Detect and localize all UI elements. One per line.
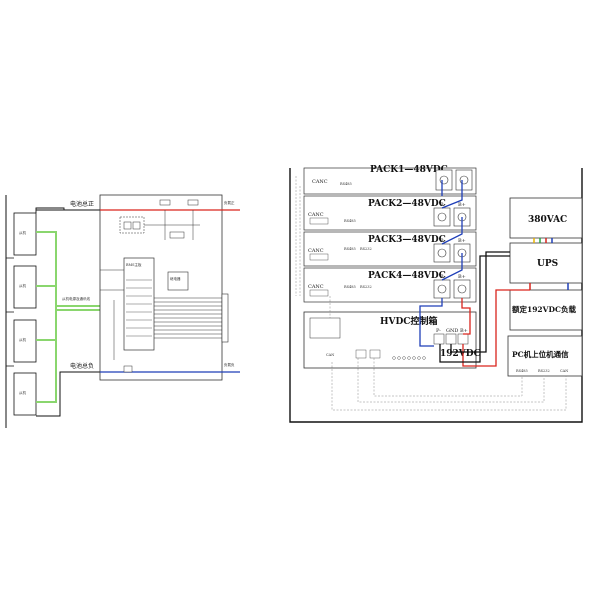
pack-title: PACK2—48VDC: [368, 199, 446, 209]
pack-3: CANC PACK3—48VDC RS485 RS232 B- B+: [303, 231, 477, 267]
box-ups: UPS: [509, 242, 583, 284]
box-pc: PC机上位机通信 RS485 RS232 CAN: [507, 335, 583, 377]
signal-terminal-block: [221, 293, 229, 343]
series-wires-blue: [419, 180, 463, 347]
bms-main-label: BMS主板: [126, 262, 142, 267]
bus-negative-label: 电池总负: [70, 362, 94, 370]
battery-cell-4: 从机: [13, 372, 37, 416]
pack-rs485-port: RS485: [340, 182, 352, 186]
box-load: 额定192VDC负载: [509, 289, 583, 331]
box-380vac: 380VAC: [509, 197, 583, 239]
battery-cell-1: 从机: [13, 212, 37, 256]
positive-wire-red: [461, 289, 530, 367]
pack-neg-label: B-: [440, 238, 446, 244]
pack-neg-terminal: [433, 279, 451, 299]
right-hvdc-diagram: CANC RS485 PACK1—48VDC CANC PACK2—48VDC …: [289, 165, 583, 423]
box-load-label: 额定192VDC负载: [512, 304, 576, 314]
current-sensor: [123, 365, 133, 373]
pack-can-port: CANC: [308, 248, 324, 254]
relay-module: [167, 271, 189, 291]
pack-pos-label: B+: [458, 238, 466, 244]
cell-label: 从机: [19, 337, 26, 342]
pc-port-rs485: RS485: [516, 369, 528, 373]
pack-rs485-port: RS485: [344, 219, 356, 223]
contactor-1: [159, 199, 171, 206]
pack-title: PACK3—48VDC: [368, 235, 446, 245]
box-pc-label: PC机上位机通信: [512, 349, 569, 359]
pack-rs232-port: RS232: [360, 285, 372, 289]
pc-port-rs232: RS232: [538, 369, 550, 373]
pack-4: CANC PACK4—48VDC RS485 RS232 B- B+: [303, 267, 477, 303]
pack-rs232-port: RS232: [360, 247, 372, 251]
pack-pos-terminal: [455, 169, 473, 191]
bms-enclosure: [99, 194, 223, 381]
cell-label: 从机: [19, 283, 26, 288]
pack-rs485-port: RS485: [344, 285, 356, 289]
bus-positive-label: 电池总正: [70, 200, 94, 208]
pack-2: CANC PACK2—48VDC RS485 B- B+: [303, 195, 477, 231]
box-ups-label: UPS: [537, 259, 558, 269]
pack-title: PACK1—48VDC: [370, 165, 448, 175]
pack-rs485-port: RS485: [344, 247, 356, 251]
contactor-2: [187, 199, 199, 206]
battery-cell-2: 从机: [13, 265, 37, 309]
output-negative-label: 负载负: [224, 362, 235, 367]
negative-wire-black: [439, 251, 510, 363]
pack-can-port: CANC: [308, 212, 324, 218]
pack-neg-label: B-: [440, 274, 446, 280]
pack-neg-terminal: [433, 207, 451, 227]
slave-bus-label: 从机电源及通讯线: [62, 296, 90, 301]
hvdc-term-bpos: B+: [460, 328, 468, 334]
left-bms-diagram: 从机 从机 从机 从机 从机电源及通讯线 电池总正 电池总负: [5, 194, 240, 428]
pc-port-can: CAN: [560, 369, 568, 373]
output-positive-label: 负载正: [224, 200, 235, 205]
pack-1: CANC RS485 PACK1—48VDC: [303, 165, 477, 195]
hvdc-term-pneg: P-: [436, 328, 441, 334]
hvdc-can-port: CAN: [326, 353, 334, 357]
cell-label: 从机: [19, 230, 26, 235]
pack-neg-terminal: [433, 243, 451, 263]
ac-feed-lines: [529, 238, 569, 290]
slave-comm-wires: [36, 231, 100, 403]
pack-can-port: CANC: [312, 179, 328, 185]
comm-wires-dashed: [295, 176, 567, 411]
hvdc-term-gnd: GND: [446, 328, 458, 334]
relay-label: 继电器: [170, 276, 181, 281]
cell-label: 从机: [19, 390, 26, 395]
hvdc-control-box: HVDC控制箱 CAN P- GND B+ 192VDC: [303, 311, 481, 369]
pack-neg-terminal: [435, 169, 453, 191]
hvdc-voltage: 192VDC: [440, 349, 481, 359]
hvdc-display: [309, 317, 341, 339]
pack-title: PACK4—48VDC: [368, 271, 446, 281]
box-380vac-label: 380VAC: [528, 215, 567, 225]
pack-pos-label: B+: [458, 202, 466, 208]
pack-pos-terminal: [453, 279, 471, 299]
pack-pos-label: B+: [458, 274, 466, 280]
hvdc-title: HVDC控制箱: [380, 315, 437, 327]
pack-neg-label: B-: [440, 202, 446, 208]
battery-cell-3: 从机: [13, 319, 37, 363]
pack-can-port: CANC: [308, 284, 324, 290]
